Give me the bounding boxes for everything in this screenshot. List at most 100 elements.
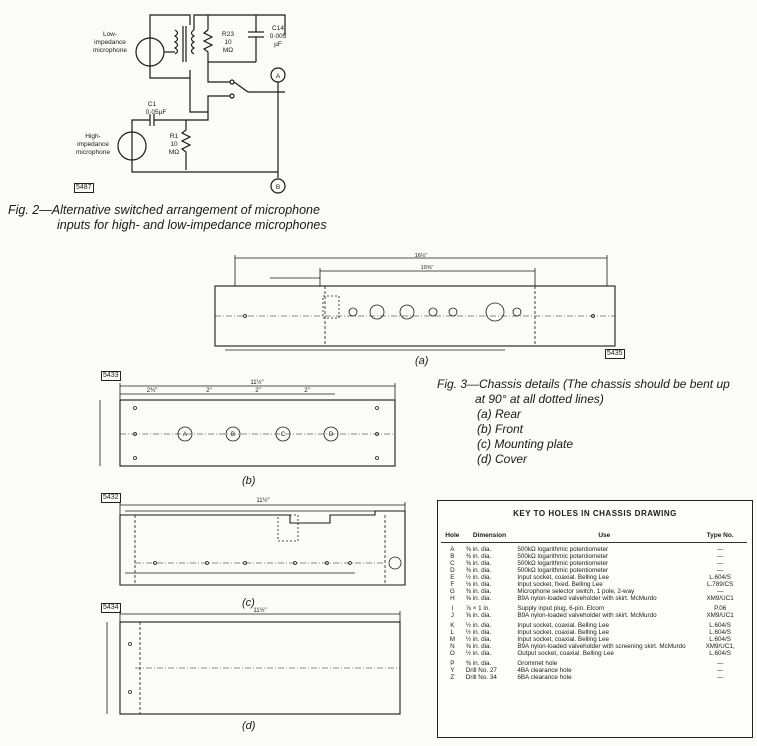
fig3-item-rear: (a) Rear xyxy=(477,407,522,421)
fig3a-inner-dim: 10⅝" xyxy=(421,265,434,271)
cell-type-no: — xyxy=(716,560,724,567)
terminal-b-label: B xyxy=(276,184,280,191)
c14-unit: µF xyxy=(274,41,282,48)
header-use: Use xyxy=(515,531,694,543)
fig3b-spacing-dim-1: 2" xyxy=(206,388,211,394)
fig2-circuit: Low- impedance microphone High- impedanc… xyxy=(76,14,287,194)
cell-type-no: — xyxy=(716,588,724,595)
c14-value: 0·005 xyxy=(270,33,287,40)
cell-dimension: ½ in. dia. xyxy=(465,650,492,657)
cell-type-no: — xyxy=(716,660,724,667)
cell-use: Input socket, coaxial. Belling Lee xyxy=(517,574,610,581)
cell-hole: E xyxy=(450,574,455,581)
fig3b-spacing-dim-2: 2" xyxy=(255,388,260,394)
fig2-tag: 5487 xyxy=(74,183,94,193)
cell-hole: C xyxy=(450,560,455,567)
fig2-caption-line2: inputs for high- and low-impedance micro… xyxy=(57,218,327,232)
cell-type-no: L.604/S xyxy=(709,622,731,629)
cell-use: B9A nylon-loaded valveholder with screen… xyxy=(517,643,686,650)
cell-type-no: XM9/UC1 xyxy=(706,595,734,602)
fig3b-total-dim: 11½" xyxy=(250,379,263,386)
r1-unit: MΩ xyxy=(169,149,179,156)
cell-hole: A xyxy=(450,546,455,553)
front-hole-a: A xyxy=(183,432,187,438)
low-mic-label-1: Low- xyxy=(103,31,117,38)
cell-type-no: P.06 xyxy=(714,605,727,612)
r23-unit: MΩ xyxy=(223,47,233,54)
fig3a-rear-drawing: 16½" 10⅝" xyxy=(214,252,616,351)
front-hole-c: C xyxy=(281,432,286,438)
header-hole: Hole xyxy=(441,531,464,543)
cell-type-no: — xyxy=(716,546,724,553)
fig3c-label: (c) xyxy=(242,597,255,609)
header-type-no: Type No. xyxy=(693,531,747,543)
cell-use: Input socket, fixed. Belling Lee xyxy=(517,581,603,588)
cell-use: Microphone selector switch, 1 pole, 2-wa… xyxy=(517,588,635,595)
cell-hole: Y xyxy=(450,667,455,674)
fig3d-cover-drawing: 11½" xyxy=(106,607,401,715)
fig3c-tag: 5432 xyxy=(101,493,121,503)
cell-dimension: ⅜ in. dia. xyxy=(465,560,492,567)
cell-use: 500kΩ logarithmic potentiometer xyxy=(517,560,609,567)
r23-value: 10 xyxy=(224,39,232,46)
cell-hole: F xyxy=(450,581,455,588)
table-row: G ⅜ in. dia. Microphone selector switch, 1… xyxy=(441,588,747,595)
cell-use: Supply input plug, 6-pin. Elcom xyxy=(517,605,605,612)
fig3b-first-dim: 2¾" xyxy=(147,388,157,394)
cell-hole: D xyxy=(450,567,455,574)
fig3-caption-line2: at 90° at all dotted lines) xyxy=(475,392,604,406)
key-table-title: KEY TO HOLES IN CHASSIS DRAWING xyxy=(513,509,677,518)
cell-dimension: ½ in. dia. xyxy=(465,629,492,636)
cell-hole: K xyxy=(450,622,455,629)
cell-dimension: ⅜ in. dia. xyxy=(465,588,492,595)
cell-use: B9A nylon-loaded valveholder with skirt.… xyxy=(517,612,657,619)
cell-dimension: ⅝ in. dia. xyxy=(465,595,492,602)
cell-dimension: ⅛ in. dia. xyxy=(465,581,492,588)
cell-type-no: XM9/UC1 xyxy=(706,612,734,619)
cell-use: 6BA clearance hole xyxy=(517,674,572,681)
table-row: F ⅛ in. dia. Input socket, fixed. Belling … xyxy=(441,581,747,588)
high-mic-label-1: High- xyxy=(85,133,101,140)
low-mic-label-2: impedance xyxy=(94,39,126,46)
header-dimension: Dimension xyxy=(463,531,516,543)
fig3c-mounting-drawing: 11½" xyxy=(119,497,406,586)
cell-hole: Z xyxy=(450,674,455,681)
cell-hole: H xyxy=(450,595,455,602)
cell-hole: N xyxy=(450,643,455,650)
cell-type-no: L.604/S xyxy=(709,636,731,643)
fig3-caption: Fig. 3—Chassis details (The chassis shou… xyxy=(437,377,752,467)
r1-label: R1 xyxy=(170,133,179,140)
cell-hole: P xyxy=(450,660,455,667)
cell-hole: I xyxy=(451,605,454,612)
fig3b-front-drawing: 11½" 2¾" 2" 2" 2" A B C D xyxy=(99,379,396,467)
front-hole-b: B xyxy=(231,432,235,438)
cell-use: 500kΩ logarithmic potentiometer xyxy=(517,553,609,560)
cell-dimension: ½ in. dia. xyxy=(465,622,492,629)
fig3b-spacing-dim-3: 2" xyxy=(304,388,309,394)
cell-hole: L xyxy=(450,629,455,636)
fig3b-tag: 5433 xyxy=(101,371,121,381)
fig3-item-cover: (d) Cover xyxy=(477,452,528,466)
cell-hole: G xyxy=(449,588,455,595)
cell-use: Input socket, coaxial. Belling Lee xyxy=(517,636,610,643)
fig3d-label: (d) xyxy=(242,720,256,732)
fig3b-label: (b) xyxy=(242,475,256,487)
c1-label: C1 xyxy=(148,101,157,108)
fig3-item-front: (b) Front xyxy=(477,422,524,436)
r1-value: 10 xyxy=(170,141,178,148)
key-table-box: KEY TO HOLES IN CHASSIS DRAWING Hole Dim… xyxy=(437,500,753,738)
cell-type-no: XM9/UC1, xyxy=(705,643,735,650)
cell-type-no: — xyxy=(716,667,724,674)
cell-dimension: ⅞ × 1 in. xyxy=(465,605,491,612)
cell-type-no: — xyxy=(716,567,724,574)
fig3d-tag: 5434 xyxy=(101,603,121,613)
